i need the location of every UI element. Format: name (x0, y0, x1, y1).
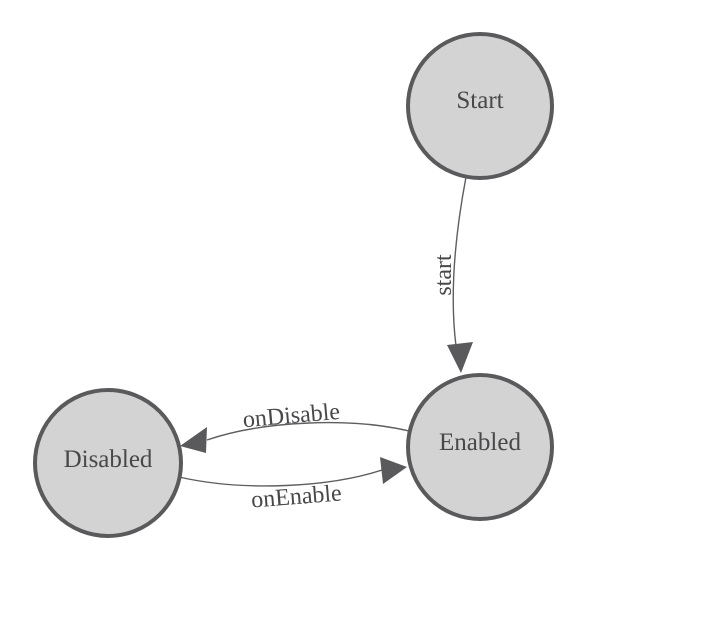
node-label-disabled: Disabled (64, 446, 153, 473)
edge-enabled-to-disabled: onDisable (180, 399, 410, 453)
edge-label-start: start (431, 254, 457, 296)
arrowhead-enabled-to-disabled (180, 427, 207, 453)
node-label-enabled: Enabled (439, 429, 521, 456)
node-circle-enabled (406, 373, 554, 521)
node-label-start: Start (456, 87, 503, 114)
edge-start-to-enabled: start (431, 176, 473, 373)
edge-line-disabled-to-enabled (178, 469, 383, 487)
node-circle-disabled (33, 388, 183, 538)
arrowhead-disabled-to-enabled (380, 457, 407, 484)
node-enabled: Enabled (406, 373, 554, 521)
node-disabled: Disabled (33, 388, 183, 538)
node-circle-start (406, 32, 554, 180)
edge-line-enabled-to-disabled (206, 421, 410, 441)
arrowhead-start-to-enabled (447, 342, 473, 373)
edge-label-ondisable: onDisable (242, 399, 341, 433)
node-start: Start (406, 32, 554, 180)
edge-line-start-to-enabled (452, 176, 467, 347)
edge-disabled-to-enabled: onEnable (178, 457, 407, 514)
